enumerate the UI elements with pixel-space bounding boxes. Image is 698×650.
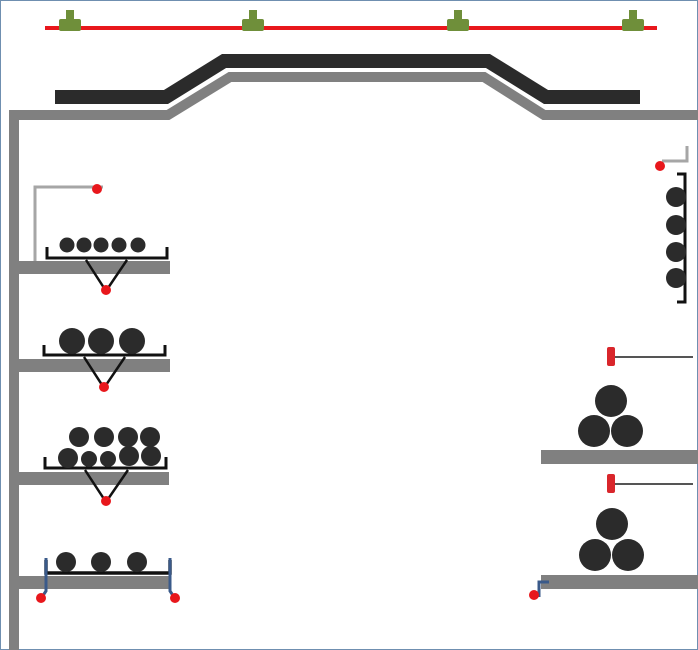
lamp-holder-2 xyxy=(242,10,264,31)
left-cable-tray-2 xyxy=(19,328,170,392)
shelf xyxy=(541,450,698,464)
ground-point xyxy=(99,382,109,392)
shelf xyxy=(19,576,169,589)
tray-bracket xyxy=(43,457,168,470)
ground-point xyxy=(170,593,180,603)
left-cable-tray-1 xyxy=(19,237,170,295)
right-vertical-cable-rack xyxy=(666,172,687,304)
clamp-right xyxy=(168,558,176,598)
left-cable-tray-3 xyxy=(19,427,169,506)
right-cable-shelf-1 xyxy=(541,385,698,464)
tunnel-wall xyxy=(9,72,698,650)
tray-bracket xyxy=(45,247,169,260)
ground-point xyxy=(36,593,46,603)
ground-point xyxy=(101,496,111,506)
lamp-holder-1 xyxy=(59,10,81,31)
tray-bracket xyxy=(42,345,167,357)
lighting-rail xyxy=(45,10,657,31)
shelf xyxy=(19,261,170,274)
lamp-holder-4 xyxy=(622,10,644,31)
ground-point xyxy=(101,285,111,295)
sensor xyxy=(607,474,615,493)
right-sensor-2 xyxy=(607,474,693,493)
clamp xyxy=(537,580,549,597)
lamp-holder-3 xyxy=(447,10,469,31)
ground-point xyxy=(529,590,539,600)
shelf xyxy=(19,472,169,485)
left-grey-hook xyxy=(33,184,103,262)
sensor xyxy=(607,347,615,366)
right-cable-shelf-2 xyxy=(529,508,698,600)
rack-bracket xyxy=(677,172,687,304)
shelf xyxy=(541,575,698,589)
right-sensor-1 xyxy=(607,347,693,366)
right-grey-hook xyxy=(655,146,689,171)
shelf xyxy=(19,359,170,372)
top-beam xyxy=(55,54,640,104)
ground-point xyxy=(92,184,102,194)
left-cable-tray-4 xyxy=(19,552,180,603)
ground-point xyxy=(655,161,665,171)
